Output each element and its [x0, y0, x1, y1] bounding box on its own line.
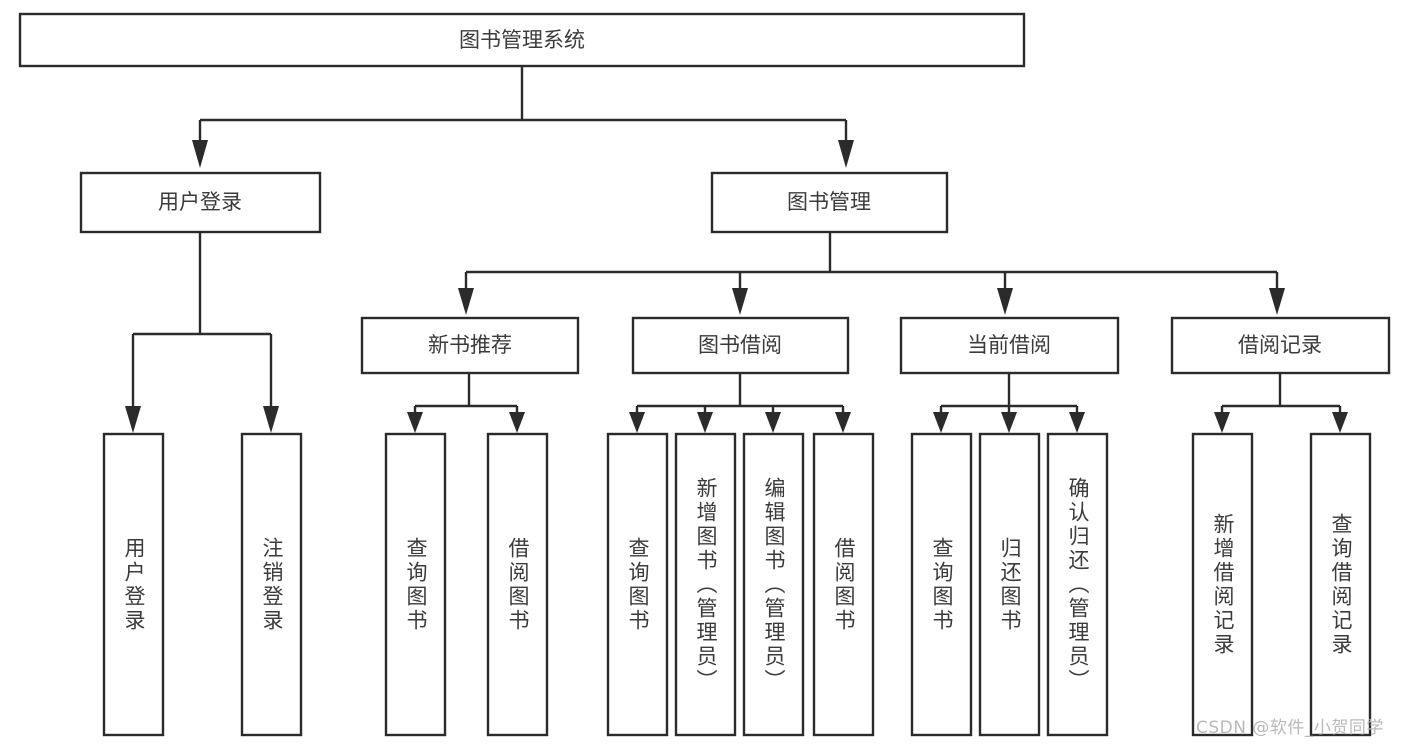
leaf-query-borrow-record[interactable] [1309, 432, 1372, 737]
connector-borrowrecord-to-leaves [1214, 373, 1348, 433]
node-user-login[interactable]: 用户登录 [79, 171, 322, 234]
connector-bookmgmt-to-level3 [458, 232, 1285, 315]
connector-bookborrow-to-leaves [629, 373, 851, 433]
node-new-book-recommend[interactable]: 新书推荐 [360, 316, 580, 375]
leaf-borrow-book-2[interactable] [812, 432, 875, 737]
leaf-edit-book-admin[interactable] [742, 432, 805, 737]
node-borrow-record[interactable]: 借阅记录 [1170, 316, 1391, 375]
node-book-borrow-label: 图书借阅 [698, 333, 782, 357]
leaf-query-book-1[interactable] [384, 432, 447, 737]
leaf-user-login[interactable] [102, 432, 165, 737]
node-book-management[interactable]: 图书管理 [710, 171, 949, 234]
leaf-add-borrow-record[interactable] [1191, 432, 1254, 737]
node-book-borrow[interactable]: 图书借阅 [631, 316, 850, 375]
connector-newbook-to-leaves [407, 373, 525, 433]
leaf-query-book-2[interactable] [606, 432, 669, 737]
node-book-management-label: 图书管理 [787, 190, 871, 214]
node-root-label: 图书管理系统 [459, 28, 585, 52]
leaf-add-book-admin[interactable] [674, 432, 737, 737]
node-root-system[interactable]: 图书管理系统 [18, 12, 1026, 68]
connector-currentborrow-to-leaves [933, 373, 1085, 433]
csdn-watermark: CSDN @软件_小贺同学 [1196, 718, 1384, 738]
leaf-return-book[interactable] [978, 432, 1041, 737]
node-current-borrow-label: 当前借阅 [967, 333, 1051, 357]
node-current-borrow[interactable]: 当前借阅 [899, 316, 1120, 375]
connector-userlogin-to-leaves [125, 232, 279, 433]
node-user-login-label: 用户登录 [158, 190, 242, 214]
leaf-borrow-book-1[interactable] [486, 432, 549, 737]
node-borrow-record-label: 借阅记录 [1238, 333, 1322, 357]
leaf-confirm-return-admin[interactable] [1046, 432, 1109, 737]
leaf-user-logout[interactable] [240, 432, 303, 737]
node-new-book-recommend-label: 新书推荐 [428, 333, 512, 357]
leaf-query-book-3[interactable] [910, 432, 973, 737]
connector-root-to-level2 [192, 66, 854, 168]
